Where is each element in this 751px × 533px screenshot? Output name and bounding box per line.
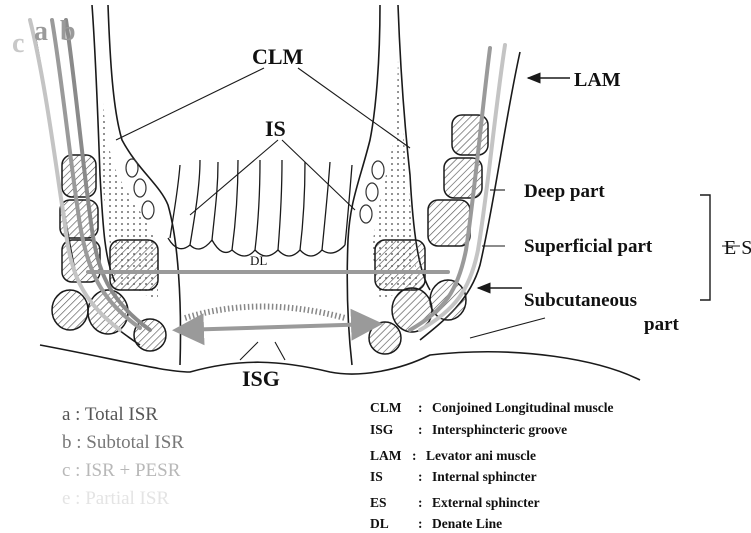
legend-sep: : [418,400,423,415]
label-corner-a: a [34,16,48,47]
legend-abbr: IS [370,469,383,484]
legend-right: CLM : Conjoined Longitudinal muscle ISG … [370,400,614,531]
legend-left-item: b : Subtotal ISR [62,432,184,453]
legend-desc: Levator ani muscle [426,448,536,463]
anal-crypts [168,160,352,256]
label-lam: LAM [574,69,621,91]
legend-left-item: a : Total ISR [62,404,158,425]
legend-left-item: c : ISR + PESR [62,460,181,481]
legend-desc: Intersphincteric groove [432,422,567,437]
legend-abbr: LAM [370,448,402,463]
label-corner-c: c [12,28,24,59]
label-dl: DL [250,253,267,268]
label-corner-b: b [60,16,76,47]
legend-sep: : [418,495,423,510]
label-es: E S [724,237,751,259]
legend-abbr: DL [370,516,389,531]
label-clm: CLM [252,44,304,69]
es-bracket [700,195,710,300]
legend-sep: : [418,422,423,437]
legend-desc: Internal sphincter [432,469,537,484]
legend-desc: External sphincter [432,495,540,510]
label-subcutaneous: Subcutaneous [524,290,637,311]
legend-left-item: e : Partial ISR [62,488,169,509]
legend-desc: Conjoined Longitudinal muscle [432,400,614,415]
legend-sep: : [418,469,423,484]
label-subcutaneous-part: part [644,314,680,335]
legend-abbr: ISG [370,422,394,437]
legend-abbr: CLM [370,400,402,415]
label-deep-part: Deep part [524,181,605,202]
label-superficial-part: Superficial part [524,236,653,257]
legend-sep: : [412,448,417,463]
label-isg: ISG [242,366,280,391]
intersphincteric-dots [185,307,345,319]
label-is: IS [265,116,286,141]
legend-left: a : Total ISR b : Subtotal ISR c : ISR +… [62,404,184,509]
skin-line [40,345,640,380]
legend-sep: : [418,516,423,531]
legend-abbr: ES [370,495,387,510]
legend-desc: Denate Line [432,516,502,531]
